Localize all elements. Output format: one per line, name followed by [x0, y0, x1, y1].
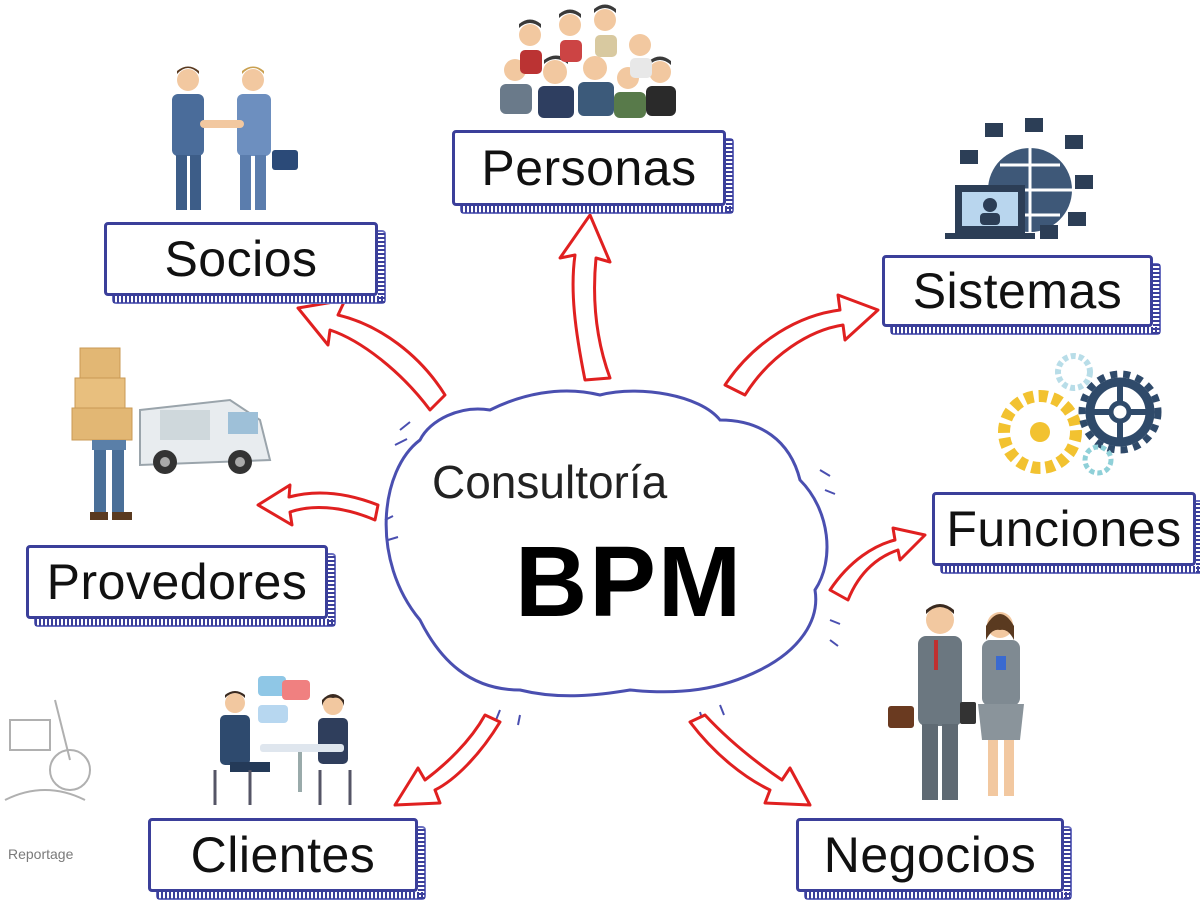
center-title: Consultoría: [432, 455, 667, 509]
node-sistemas: Sistemas: [882, 255, 1153, 327]
node-personas-label: Personas: [481, 139, 696, 197]
arrow-negocios: [690, 715, 810, 805]
node-personas: Personas: [452, 130, 726, 206]
node-funciones-label: Funciones: [946, 500, 1181, 558]
node-clientes: Clientes: [148, 818, 418, 892]
node-negocios-label: Negocios: [824, 826, 1036, 884]
node-socios: Socios: [104, 222, 378, 296]
node-provedores-label: Provedores: [47, 553, 308, 611]
computer-network-icon: [945, 118, 1093, 239]
center-main-title: BPM: [515, 525, 743, 640]
watermark-icon: [5, 700, 90, 800]
node-sistemas-label: Sistemas: [913, 262, 1123, 320]
business-people-icon: [888, 604, 1024, 800]
arrow-provedores: [258, 485, 378, 525]
meeting-icon: [215, 676, 350, 805]
people-group-icon: [500, 5, 676, 119]
handshake-icon: [172, 67, 298, 211]
delivery-van-icon: [72, 348, 270, 520]
node-clientes-label: Clientes: [191, 826, 376, 884]
watermark-text: Reportage: [8, 846, 73, 862]
arrow-clientes: [395, 715, 500, 805]
gears-icon: [1004, 356, 1158, 473]
node-funciones: Funciones: [932, 492, 1196, 566]
arrow-personas: [560, 215, 610, 380]
node-negocios: Negocios: [796, 818, 1064, 892]
arrow-funciones: [830, 528, 925, 600]
node-socios-label: Socios: [164, 230, 317, 288]
arrow-socios: [298, 300, 445, 410]
arrow-sistemas: [725, 295, 878, 395]
node-provedores: Provedores: [26, 545, 328, 619]
